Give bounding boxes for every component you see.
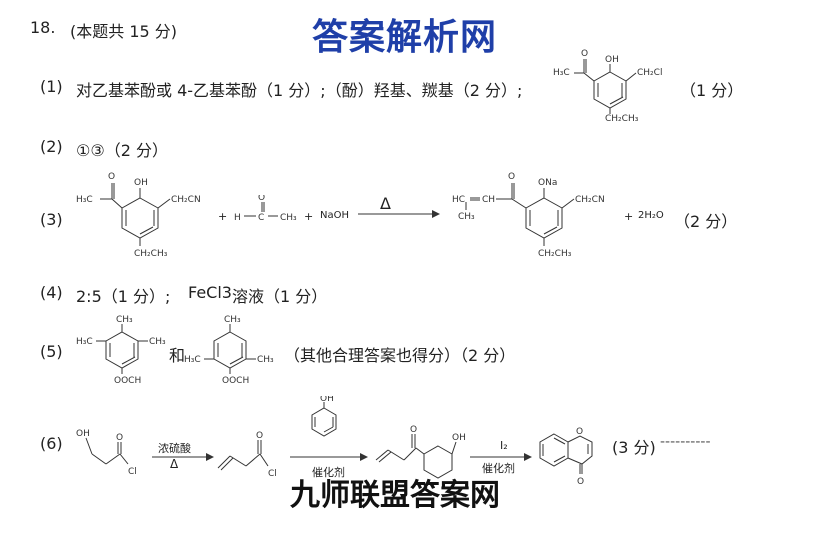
structure-acetaldehyde: H O C CH₃	[234, 195, 297, 223]
structure-5b: CH₃ H₃C CH₃ OOCH	[184, 315, 274, 386]
structure-1: O H₃C OH CH₂Cl CH₂CH₃	[553, 49, 662, 124]
struct5a-ch3-right: CH₃	[149, 337, 166, 347]
part-3-score: （2 分）	[674, 212, 738, 231]
start-oh: OH	[76, 429, 90, 439]
product-ch2cn: CH₂CN	[575, 195, 605, 205]
part-5-connector: 和	[169, 346, 186, 365]
acetaldehyde-h: H	[234, 213, 241, 223]
product-o: O	[508, 172, 515, 182]
struct5b-h3c: H₃C	[184, 355, 201, 365]
reaction-6-arrow-3	[470, 453, 532, 461]
struct1-h3c: H₃C	[553, 68, 570, 78]
reaction-6-arrow-1	[152, 453, 214, 461]
reaction-3-arrow	[358, 210, 440, 218]
start-cl: Cl	[128, 467, 137, 477]
part-2-label: (2)	[40, 137, 63, 156]
part-5-label: (5)	[40, 342, 63, 361]
part-5-text: （其他合理答案也得分）（2 分）	[284, 346, 516, 365]
reaction-6-cond3-bottom: 催化剂	[482, 462, 515, 475]
naoh: NaOH	[320, 210, 349, 221]
struct3-ch2ch3: CH₂CH₃	[134, 249, 168, 259]
structure-6-acryloyl: O Cl	[217, 431, 277, 479]
struct5a-h3c: H₃C	[76, 337, 93, 347]
struct1-ch2cl: CH₂Cl	[637, 68, 662, 78]
part-1-score: （1 分）	[680, 81, 744, 100]
acryloyl-cl: Cl	[268, 469, 277, 479]
struct5a-ch3-top: CH₃	[116, 315, 133, 325]
struct3-ch2cn: CH₂CN	[171, 195, 201, 205]
watermark-bottom: 九师联盟答案网	[290, 478, 500, 513]
struct5b-ch3-top: CH₃	[224, 315, 241, 325]
struct5b-ooch: OOCH	[222, 376, 249, 386]
struct3-o: O	[108, 172, 115, 182]
chromone-keto-o: O	[577, 477, 584, 487]
reaction-6-cond2-bottom: 催化剂	[312, 466, 345, 479]
score-note: (本题共 15 分)	[70, 22, 178, 41]
structure-6-phenol: OH	[311, 396, 337, 437]
part-6-score: (3 分)	[612, 438, 656, 457]
reaction-6-cond1-bottom: Δ	[170, 457, 179, 471]
acetaldehyde-o: O	[258, 195, 265, 203]
product-ch2ch3: CH₂CH₃	[538, 249, 572, 259]
intermediate-o: O	[410, 425, 417, 435]
plus-1: +	[218, 210, 228, 223]
product-ch3: CH₃	[458, 212, 475, 222]
plus-2: +	[304, 210, 314, 223]
product-ch: CH	[482, 195, 495, 205]
structure-6-start: OH O Cl	[76, 429, 137, 477]
product-hc: HC	[452, 195, 465, 205]
intermediate-oh: OH	[452, 433, 466, 443]
svg-text:C: C	[258, 213, 264, 223]
part-1-label: (1)	[40, 77, 63, 96]
part-4-reagent-suffix: 溶液（1 分）	[232, 287, 328, 306]
part-4-reagent: FeCl3	[188, 283, 232, 302]
part-2-text: ①③（2 分）	[76, 141, 168, 160]
struct1-o: O	[581, 49, 588, 59]
structure-6-chromone: O O	[539, 427, 593, 487]
struct1-oh: OH	[605, 55, 619, 65]
struct3-oh: OH	[134, 178, 148, 188]
part-4-ratio: 2:5（1 分）;	[76, 287, 171, 306]
reaction-3-condition: Δ	[380, 194, 391, 213]
plus-3: +	[624, 210, 634, 223]
product-ona: ONa	[538, 178, 557, 188]
start-o: O	[116, 433, 123, 443]
structure-5a: CH₃ H₃C CH₃ OOCH	[76, 315, 166, 386]
reaction-6-arrow-2	[290, 453, 368, 461]
reaction-6-cond3-top: I₂	[500, 439, 508, 452]
structure-3-reactant: O H₃C OH CH₂CN CH₂CH₃	[76, 172, 201, 259]
water: 2H₂O	[638, 210, 664, 221]
part-6-label: (6)	[40, 434, 63, 453]
watermark-top: 答案解析网	[312, 16, 498, 58]
part-6-trailing: ----------	[660, 434, 711, 450]
struct5b-ch3-right: CH₃	[257, 355, 274, 365]
chromone-ring-o: O	[576, 427, 583, 437]
struct5a-ooch: OOCH	[114, 376, 141, 386]
acryloyl-o: O	[256, 431, 263, 441]
struct1-ch2ch3: CH₂CH₃	[605, 114, 639, 124]
phenol-oh: OH	[320, 396, 334, 404]
structure-3-product: O HC CH CH₃ ONa CH₂CN CH₂CH₃	[452, 172, 605, 259]
part-3-label: (3)	[40, 210, 63, 229]
struct3-h3c: H₃C	[76, 195, 93, 205]
part-4-label: (4)	[40, 283, 63, 302]
structure-6-intermediate: O OH	[375, 425, 466, 479]
question-number: 18.	[30, 18, 56, 37]
part-1-text: 对乙基苯酚或 4-乙基苯酚（1 分）;（酚）羟基、羰基（2 分）;	[76, 81, 523, 100]
acetaldehyde-ch3: CH₃	[280, 213, 297, 223]
reaction-6-cond1-top: 浓硫酸	[158, 442, 191, 455]
